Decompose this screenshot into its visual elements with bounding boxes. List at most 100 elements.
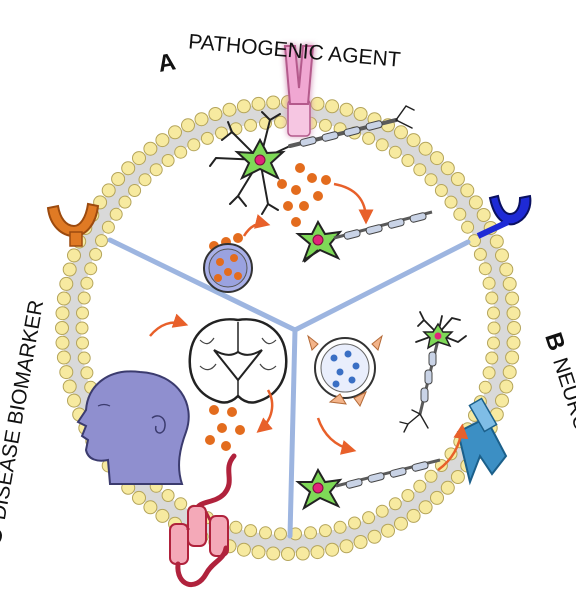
lipid-head <box>132 151 146 166</box>
lipid-head <box>502 365 517 380</box>
lipid-head <box>406 133 421 148</box>
lipid-head <box>266 95 281 110</box>
lipid-head <box>401 489 415 502</box>
lipid-head <box>495 248 509 263</box>
lipid-head <box>149 163 163 177</box>
curved-arrow-icon <box>149 313 189 337</box>
orange-receptor-icon <box>46 202 100 247</box>
lipid-head <box>161 489 175 502</box>
lipid-head <box>502 276 517 291</box>
lipid-head <box>487 336 500 350</box>
lipid-head <box>109 207 123 221</box>
lipid-head <box>67 248 81 263</box>
lipid-head <box>132 490 146 505</box>
lipid-head <box>101 220 115 234</box>
lipid-head <box>67 393 81 408</box>
lipid-head <box>274 115 287 129</box>
lipid-head <box>434 184 448 197</box>
lipid-head <box>75 321 89 335</box>
lipid-head <box>505 291 520 306</box>
vesicle-icon <box>203 243 253 293</box>
lipid-head <box>339 539 354 554</box>
axon-myelin-b <box>420 351 437 403</box>
lipid-head <box>55 306 70 321</box>
curved-arrow-icon <box>316 417 357 455</box>
lipid-head <box>487 321 501 335</box>
lipid-head <box>155 133 170 148</box>
lipid-head <box>450 470 465 484</box>
lipid-head <box>76 336 89 350</box>
lipid-head <box>62 379 77 394</box>
lipid-head <box>310 545 325 560</box>
lipid-head <box>259 526 272 540</box>
lipid-head <box>348 516 361 530</box>
lipid-head <box>55 335 70 350</box>
lipid-head <box>62 262 77 277</box>
lipid-head <box>482 276 496 290</box>
lipid-head <box>499 262 514 277</box>
pink-receptor-icon <box>283 45 315 137</box>
lipid-head <box>174 497 188 511</box>
lipid-head <box>461 220 475 234</box>
green-neuron-icon <box>295 458 441 511</box>
lipid-head <box>506 335 521 350</box>
lipid-head <box>84 262 98 276</box>
label-c-letter: C <box>0 526 9 548</box>
lipid-head <box>244 118 258 132</box>
cargo-particles-c <box>205 405 245 451</box>
lipid-head <box>489 234 504 249</box>
lipid-head <box>89 247 103 261</box>
lipid-head <box>208 107 223 121</box>
lipid-head <box>375 138 389 152</box>
brain-section-icon <box>188 318 288 404</box>
lipid-head <box>450 172 465 186</box>
label-b: B NEUROTHERAPEUTICS <box>539 329 576 588</box>
lipid-head <box>143 141 158 156</box>
lipid-head <box>266 546 281 561</box>
lipid-head <box>56 291 71 306</box>
transmembrane-protein-icon <box>169 453 237 588</box>
label-c-text: DISEASE BIOMARKER <box>0 298 48 521</box>
teal-transporter-icon <box>456 397 508 486</box>
lipid-head <box>295 546 310 561</box>
lipid-head <box>187 138 201 152</box>
lipid-head <box>418 500 433 515</box>
vesicle-icon <box>307 334 383 407</box>
lipid-head <box>325 542 340 557</box>
lipid-head <box>495 393 509 408</box>
lipid-head <box>76 306 89 320</box>
neuron-nucleus <box>434 332 442 340</box>
divider-bottom <box>287 327 298 539</box>
lipid-head <box>362 511 376 525</box>
lipid-head <box>236 99 251 114</box>
lipid-head <box>215 126 228 140</box>
lipid-head <box>440 480 455 495</box>
lipid-head <box>388 497 402 511</box>
section-dividers <box>107 237 471 539</box>
lipid-head <box>77 291 91 305</box>
lipid-head <box>244 524 258 538</box>
lipid-head <box>155 508 170 523</box>
lipid-head <box>394 125 408 140</box>
lipid-head <box>394 516 408 531</box>
lipid-head <box>485 351 499 365</box>
lipid-head <box>460 183 475 198</box>
lipid-head <box>325 99 340 114</box>
lipid-head <box>281 547 295 561</box>
lipid-head <box>388 145 402 159</box>
lipid-head <box>424 173 438 187</box>
lipid-head <box>473 247 487 261</box>
lipid-head <box>485 291 499 305</box>
lipid-head <box>333 520 347 534</box>
lipid-head <box>251 545 266 560</box>
label-b-letter: B <box>539 329 570 354</box>
label-a: A PATHOGENIC AGENT <box>156 30 402 78</box>
lipid-head <box>318 524 332 538</box>
human-head-icon <box>76 370 190 485</box>
lipid-head <box>505 350 520 365</box>
lipid-head <box>143 500 158 515</box>
lipid-head <box>121 161 136 176</box>
lipid-head <box>181 118 195 133</box>
lipid-head <box>59 365 74 380</box>
